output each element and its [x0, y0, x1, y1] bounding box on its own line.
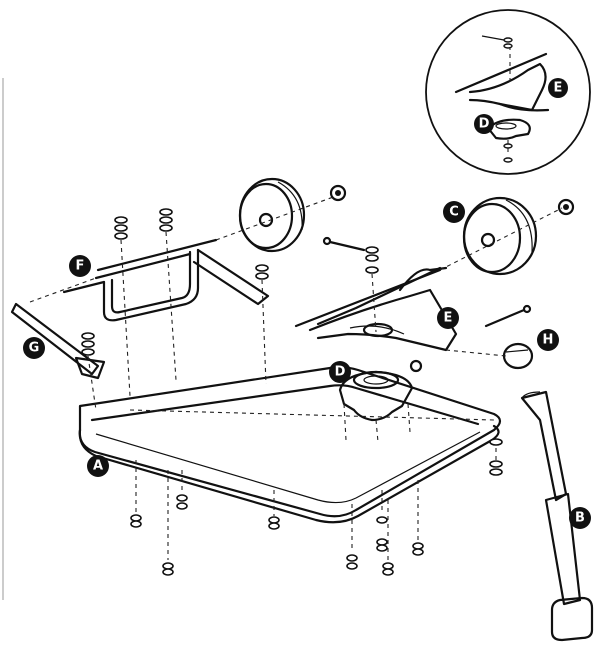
handle-grip — [502, 342, 534, 370]
svg-text:D: D — [335, 365, 346, 380]
svg-text:E: E — [554, 81, 563, 96]
svg-text:B: B — [575, 511, 585, 526]
svg-text:E: E — [444, 311, 453, 326]
callout-A: A — [87, 455, 109, 477]
callout-E-inset: E — [548, 78, 568, 98]
callout-C: C — [443, 201, 465, 223]
svg-text:D: D — [479, 117, 490, 132]
wagon-bed — [78, 366, 502, 524]
rear-axle-bracket — [62, 238, 270, 322]
callout-D-inset: D — [474, 114, 494, 134]
handle — [520, 390, 594, 642]
detail-inset — [425, 9, 591, 175]
bolts — [322, 236, 532, 328]
front-wheel — [462, 196, 538, 276]
rear-brace — [10, 302, 106, 380]
nuts-and-washers — [81, 208, 503, 476]
svg-text:G: G — [29, 341, 40, 356]
svg-text:A: A — [93, 459, 103, 474]
fifth-wheel-plate — [338, 359, 423, 422]
screws — [130, 494, 424, 576]
callout-G: G — [23, 337, 45, 359]
hubcaps — [329, 184, 575, 216]
svg-text:H: H — [543, 333, 554, 348]
callout-F: F — [69, 255, 91, 277]
callout-B: B — [569, 507, 591, 529]
svg-text:C: C — [449, 205, 459, 220]
callout-H: H — [537, 329, 559, 351]
assembly-lines — [29, 195, 563, 560]
svg-text:F: F — [76, 259, 85, 274]
callout-D: D — [329, 361, 351, 383]
rear-wheel — [238, 177, 306, 253]
front-axle-assembly — [294, 266, 458, 352]
callout-E: E — [437, 307, 459, 329]
